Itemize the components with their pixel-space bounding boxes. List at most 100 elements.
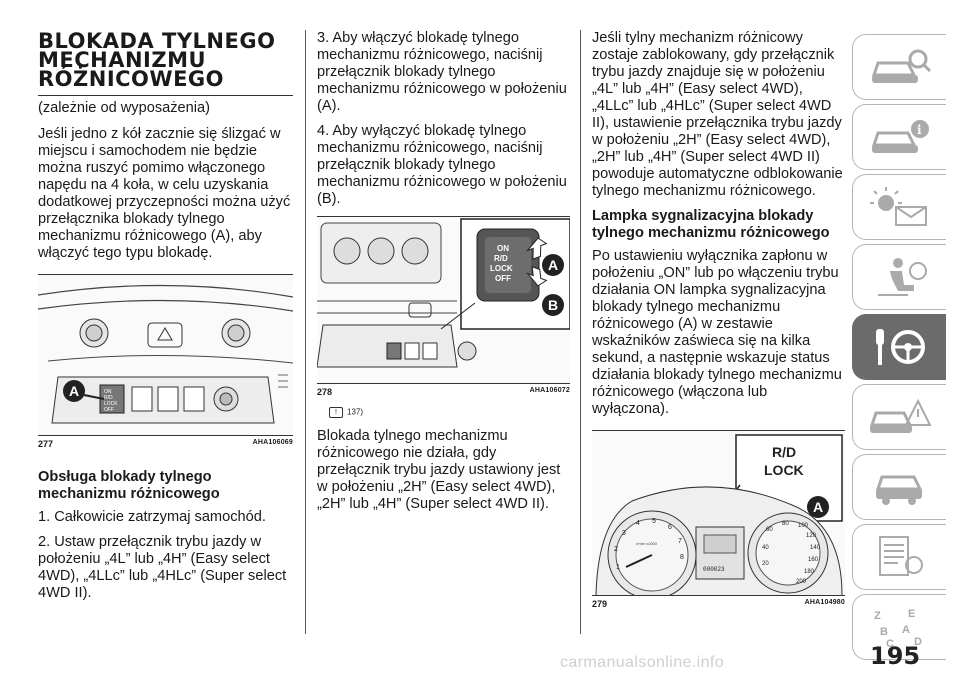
figure-caption: 277 AHA106069 xyxy=(38,436,293,451)
step-3: 3. Aby włączyć blokadę tylnego mechanizm… xyxy=(317,30,567,114)
callout-a: A xyxy=(807,496,829,518)
speed-tick: 80 xyxy=(782,521,789,527)
note-number: 137) xyxy=(347,407,364,417)
tab-key-steering-wheel[interactable] xyxy=(852,314,946,380)
tach-tick: 1 xyxy=(616,564,620,571)
speed-tick: 20 xyxy=(762,561,769,567)
callout-b: B xyxy=(542,294,564,316)
title-line: RÓŻNICOWEGO xyxy=(38,67,224,91)
switch-text: R/D xyxy=(104,395,113,401)
svg-text:D: D xyxy=(914,636,922,648)
tab-seat-airbag[interactable] xyxy=(852,244,946,310)
tach-unit: r/min x1000 xyxy=(636,541,658,546)
tab-dashboard-lights[interactable] xyxy=(852,174,946,240)
step-2: 2. Ustaw przełącznik trybu jazdy w położ… xyxy=(38,534,287,601)
warning-book-icon: ! xyxy=(329,407,343,418)
speed-tick: 180 xyxy=(804,569,815,575)
warning-paragraph: Blokada tylnego mechanizmu różnicowego n… xyxy=(317,428,561,512)
title-line: MECHANIZMU xyxy=(38,48,207,72)
speed-tick: 120 xyxy=(806,533,817,539)
car-warning-icon xyxy=(869,398,932,433)
dashboard-switch-illustration: ON R/D LOCK OFF A xyxy=(37,275,294,435)
tab-car-repair[interactable] xyxy=(852,454,946,520)
car-info-icon: i xyxy=(871,120,929,153)
tach-tick: 6 xyxy=(668,524,672,531)
switch-text: OFF xyxy=(495,274,511,283)
figure-number: 278 xyxy=(317,387,333,397)
figure-caption: 278 AHA106072 xyxy=(317,384,570,399)
speed-tick: 140 xyxy=(810,545,821,551)
car-search-icon xyxy=(871,49,931,83)
figure-277: ON R/D LOCK OFF A xyxy=(37,274,294,436)
figure-number: 279 xyxy=(592,599,608,609)
switch-text: LOCK xyxy=(104,401,118,407)
tach-tick: 8 xyxy=(680,554,684,561)
tab-car-warning[interactable] xyxy=(852,384,946,450)
step-4: 4. Aby wyłączyć blokadę tylnego mechaniz… xyxy=(317,123,567,207)
callout-label: A xyxy=(813,499,823,515)
watermark: carmanualsonline.info xyxy=(560,654,725,671)
switch-text: ON xyxy=(104,389,112,395)
dashboard-lights-icon xyxy=(869,187,927,226)
indicator-text: R/D xyxy=(772,444,796,460)
intro-paragraph: Jeśli jedno z kół zacznie się ślizgać w … xyxy=(38,126,291,261)
indicator-heading: Lampka sygnalizacyjna blokady tylnego me… xyxy=(592,208,830,241)
key-steering-wheel-icon xyxy=(875,329,925,365)
speed-tick: 200 xyxy=(796,579,807,585)
indicator-paragraph: Po ustawieniu wyłącznika zapłonu w położ… xyxy=(592,248,842,417)
seat-airbag-icon xyxy=(877,258,927,296)
indicator-text: LOCK xyxy=(764,462,804,478)
section-tabs: i xyxy=(852,34,946,664)
tab-car-search[interactable] xyxy=(852,34,946,100)
switch-text: R/D xyxy=(494,254,508,263)
svg-text:A: A xyxy=(902,624,910,636)
column-divider xyxy=(580,30,581,634)
tach-tick: 4 xyxy=(636,520,640,527)
step-1: 1. Całkowicie zatrzymaj samochód. xyxy=(38,509,266,525)
speed-tick: 100 xyxy=(798,523,809,529)
switch-closeup-illustration: ON R/D LOCK OFF A B xyxy=(316,217,571,383)
svg-text:Z: Z xyxy=(874,610,881,622)
figure-278: ON R/D LOCK OFF A B xyxy=(316,216,571,384)
tab-car-info[interactable]: i xyxy=(852,104,946,170)
figure-caption: 279 AHA104980 xyxy=(592,596,845,611)
figure-code: AHA106072 xyxy=(529,387,570,394)
title-line: BLOKADA TYLNEGO xyxy=(38,29,276,53)
auto-unlock-paragraph: Jeśli tylny mechanizm różnicowy zostaje … xyxy=(592,30,843,199)
car-repair-icon xyxy=(875,475,922,505)
speed-tick: 40 xyxy=(762,545,769,551)
figure-code: AHA106069 xyxy=(252,439,293,446)
switch-text: OFF xyxy=(104,407,114,413)
speed-tick: 160 xyxy=(808,557,819,563)
tach-tick: 7 xyxy=(678,538,682,545)
operation-heading: Obsługa blokady tylnego mechanizmu różni… xyxy=(38,469,220,502)
switch-text: LOCK xyxy=(490,264,513,273)
callout-a: A xyxy=(63,380,85,402)
tab-specifications[interactable] xyxy=(852,524,946,590)
svg-text:C: C xyxy=(886,638,894,649)
page-number: 195 xyxy=(870,642,921,670)
callout-label: A xyxy=(548,257,558,273)
callout-label: A xyxy=(69,383,79,399)
instrument-cluster-illustration: R/D LOCK A 3 4 5 6 7 8 2 1 r/min x1000 0… xyxy=(592,431,845,600)
tach-tick: 5 xyxy=(652,518,656,525)
subtitle: (zależnie od wyposażenia) xyxy=(38,100,210,116)
column-2: 3. Aby włączyć blokadę tylnego mechanizm… xyxy=(316,30,571,521)
figure-code: AHA104980 xyxy=(804,599,845,606)
callout-a: A xyxy=(542,254,564,276)
tach-tick: 2 xyxy=(614,546,618,553)
note-reference: ! 137) xyxy=(329,407,570,418)
speed-tick: 60 xyxy=(766,527,773,533)
switch-text: ON xyxy=(497,244,509,253)
figure-279: R/D LOCK A 3 4 5 6 7 8 2 1 r/min x1000 0… xyxy=(592,430,845,600)
section-title: BLOKADA TYLNEGO MECHANIZMU RÓŻNICOWEGO xyxy=(38,29,293,91)
column-1: BLOKADA TYLNEGO MECHANIZMU RÓŻNICOWEGO (… xyxy=(37,29,294,610)
column-3: Jeśli tylny mechanizm różnicowy zostaje … xyxy=(592,30,845,611)
svg-text:E: E xyxy=(908,608,915,620)
odometer: 000023 xyxy=(703,566,725,573)
svg-text:i: i xyxy=(917,123,922,137)
figure-number: 277 xyxy=(38,439,54,449)
callout-label: B xyxy=(548,297,558,313)
